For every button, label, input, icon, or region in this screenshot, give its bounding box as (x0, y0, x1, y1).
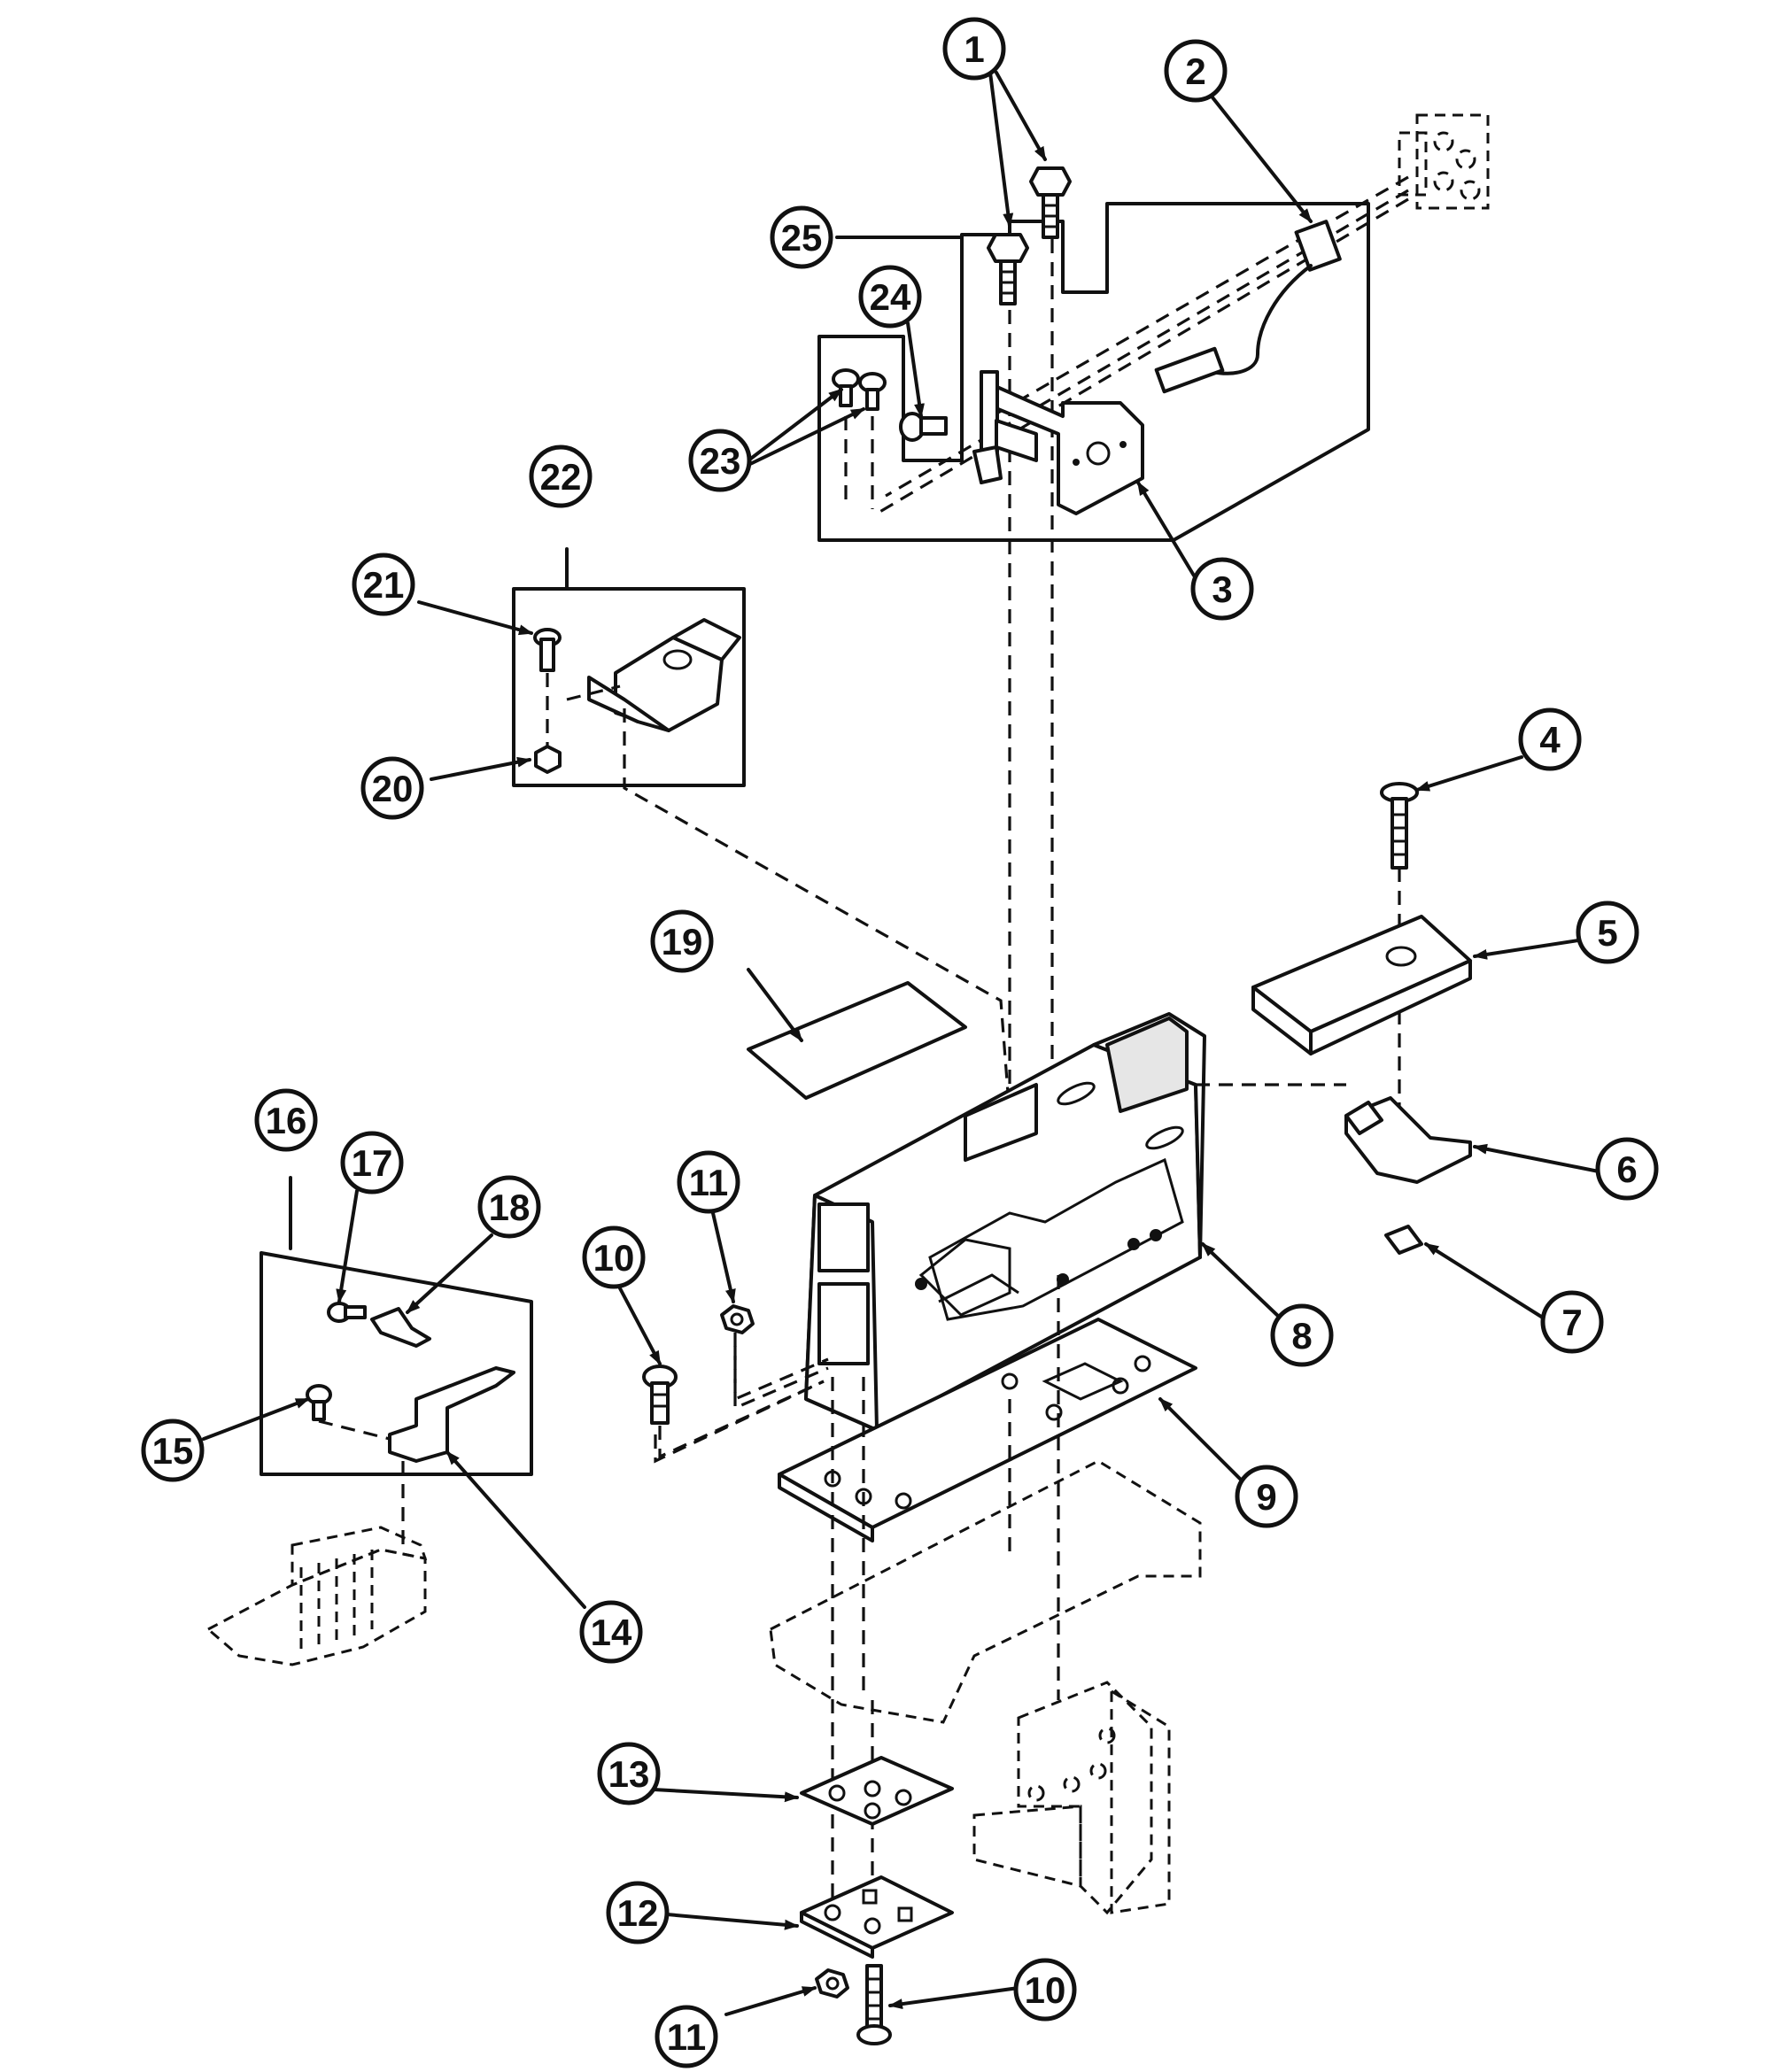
callout-17: 17 (340, 1131, 404, 1194)
cover-plate-part (1251, 915, 1472, 1055)
switch-plate-part-14 (388, 1366, 515, 1463)
screw-part-15 (306, 1384, 332, 1421)
svg-text:18: 18 (489, 1187, 531, 1228)
svg-text:10: 10 (1025, 1969, 1066, 2011)
callout-8: 8 (1270, 1303, 1334, 1367)
sub-assembly-22-alignment-lines (546, 673, 1011, 1117)
svg-text:5: 5 (1597, 912, 1617, 954)
svg-text:15: 15 (152, 1430, 194, 1472)
screw-part-4 (1380, 782, 1419, 870)
bolt-part-1a (987, 233, 1029, 305)
screw-part-23b (858, 372, 887, 411)
callout-10-lower: 10 (1013, 1958, 1077, 2022)
callout-24: 24 (858, 265, 922, 329)
base-plate-part (778, 1318, 1197, 1542)
screw-part-21 (533, 628, 562, 672)
svg-text:24: 24 (870, 276, 911, 318)
screw-part-17 (327, 1302, 367, 1323)
callout-22: 22 (529, 445, 593, 508)
switch-part-18 (370, 1307, 431, 1348)
callout-9: 9 (1235, 1465, 1298, 1528)
callout-3: 3 (1190, 557, 1254, 621)
svg-text:8: 8 (1291, 1315, 1312, 1357)
nut-part-11-upper (720, 1304, 755, 1334)
callout-1: 1 (942, 17, 1006, 81)
callout-20: 20 (360, 756, 424, 820)
bracket-part-6 (1344, 1096, 1472, 1184)
door-latch-ghost (205, 1526, 428, 1666)
callout-16: 16 (254, 1088, 318, 1152)
screw-part-10-lower (856, 1964, 892, 2045)
callout-15: 15 (141, 1419, 205, 1482)
bolt-part-1b (1029, 166, 1072, 239)
clip-part-7 (1384, 1225, 1423, 1255)
svg-text:4: 4 (1539, 719, 1561, 761)
svg-text:20: 20 (372, 768, 414, 809)
callout-19: 19 (650, 909, 714, 973)
callout-5: 5 (1576, 901, 1639, 964)
callout-23: 23 (688, 429, 752, 492)
callout-14: 14 (579, 1600, 643, 1664)
switch-bracket-part (972, 370, 1144, 515)
cabinet-ghost (769, 1459, 1202, 1915)
svg-text:10: 10 (593, 1237, 635, 1279)
svg-text:13: 13 (608, 1753, 650, 1795)
callout-18: 18 (477, 1175, 541, 1239)
svg-text:3: 3 (1212, 568, 1232, 610)
callout-6: 6 (1595, 1137, 1659, 1201)
sub-assembly-22-frame (512, 547, 746, 787)
callout-21: 21 (352, 553, 415, 616)
svg-text:6: 6 (1616, 1148, 1637, 1190)
callout-13: 13 (597, 1742, 661, 1805)
screw-part-10-upper (642, 1365, 678, 1425)
callout-25: 25 (770, 205, 833, 269)
leader-lines (202, 71, 1609, 2016)
callout-11-upper: 11 (677, 1150, 740, 1214)
nut-part-11-lower (815, 1968, 849, 1999)
svg-text:14: 14 (591, 1612, 632, 1653)
svg-text:16: 16 (266, 1100, 307, 1141)
svg-text:17: 17 (352, 1142, 393, 1184)
switch-harness-part (1154, 220, 1342, 394)
fastener-alignment-lines (658, 1333, 829, 1459)
svg-text:21: 21 (363, 564, 405, 606)
svg-text:2: 2 (1185, 50, 1205, 92)
svg-text:22: 22 (540, 456, 582, 498)
callout-7: 7 (1540, 1290, 1604, 1354)
terminal-block-ghost (1398, 113, 1490, 210)
mounting-plate-part-13 (800, 1756, 954, 1826)
callout-4: 4 (1518, 707, 1582, 771)
sub-assembly-16-frame (260, 1176, 533, 1476)
callout-2: 2 (1164, 39, 1228, 103)
svg-text:12: 12 (617, 1892, 659, 1934)
svg-text:11: 11 (667, 2016, 706, 2058)
svg-text:11: 11 (689, 1162, 728, 1203)
svg-text:23: 23 (700, 440, 741, 482)
sub-assembly-16-alignment-lines (318, 1419, 405, 1545)
callout-12: 12 (606, 1881, 670, 1944)
svg-text:1: 1 (964, 28, 984, 70)
callout-10-upper: 10 (582, 1225, 646, 1289)
label-sheet-part (747, 981, 967, 1100)
svg-text:9: 9 (1256, 1476, 1276, 1518)
callout-11-lower: 11 (655, 2005, 718, 2068)
screw-part-24 (899, 412, 948, 442)
svg-text:19: 19 (662, 921, 703, 963)
mounting-plate-part-12 (800, 1875, 954, 1959)
nut-part-20 (534, 745, 562, 774)
screw-part-23a (832, 368, 860, 407)
receptacle-part (587, 618, 741, 732)
svg-text:7: 7 (1561, 1302, 1582, 1343)
top-assembly-frame (817, 202, 1370, 542)
svg-text:25: 25 (781, 217, 823, 259)
